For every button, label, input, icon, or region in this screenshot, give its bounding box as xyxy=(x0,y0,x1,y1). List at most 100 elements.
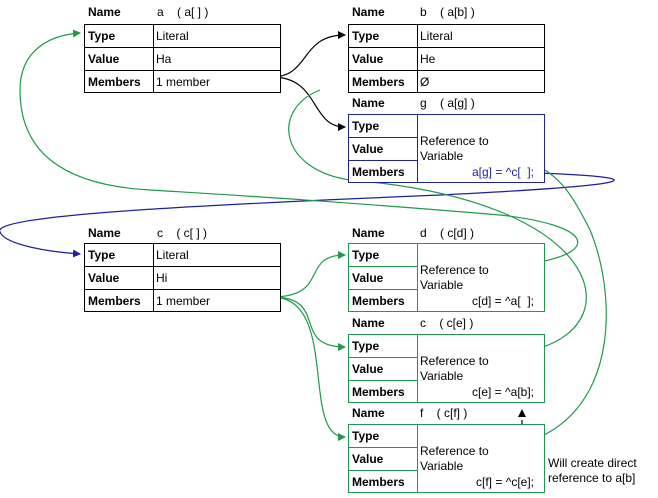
table-b: Type Literal Value He Members Ø xyxy=(348,24,545,93)
table-g-type-row: Type xyxy=(349,115,417,138)
table-c: Type Literal Value Hi Members 1 member xyxy=(84,243,281,312)
table-ce-members-row: Members xyxy=(349,381,417,403)
reference-expression: c[f] = ^c[e]; xyxy=(476,475,534,489)
value-label: Value xyxy=(352,52,384,66)
reference-text: Reference to Variable xyxy=(420,134,489,164)
reference-line2: Variable xyxy=(420,149,464,163)
value-value: Hi xyxy=(156,271,168,285)
annotation-line2: reference to a[b] xyxy=(548,471,636,485)
table-ce-type-row: Type xyxy=(349,335,417,358)
members-label: Members xyxy=(352,294,405,308)
members-label: Members xyxy=(352,165,405,179)
value-value: Ha xyxy=(156,52,172,66)
name-label-ce: Name xyxy=(352,316,385,330)
table-f: Type Value Members Reference to Variable… xyxy=(348,424,545,493)
table-b-value-row: Value He xyxy=(349,48,544,71)
arrow-a-to-b xyxy=(271,31,346,78)
name-label-f: Name xyxy=(352,406,385,420)
arrow-d-to-a xyxy=(19,29,579,263)
value-label: Value xyxy=(352,362,384,376)
members-value: 1 member xyxy=(156,294,211,308)
name-label-b: Name xyxy=(352,5,385,19)
type-value: Literal xyxy=(156,248,189,262)
reference-expression: a[g] = ^c[ ]; xyxy=(472,165,534,179)
annotation-note: Will create direct reference to a[b] xyxy=(548,456,637,486)
type-label: Type xyxy=(352,119,380,133)
table-ce: Type Value Members Reference to Variable… xyxy=(348,334,545,403)
table-c-value-row: Value Hi xyxy=(85,267,280,290)
table-ce-value-row: Value xyxy=(349,358,417,381)
value-label: Value xyxy=(88,52,120,66)
table-g-value-row: Value xyxy=(349,138,417,161)
reference-expression: c[e] = ^a[b]; xyxy=(472,385,534,399)
name-label-c: Name xyxy=(88,226,121,240)
table-d-type-row: Type xyxy=(349,244,417,267)
value-label: Value xyxy=(352,452,384,466)
type-value: Literal xyxy=(420,29,453,43)
type-label: Type xyxy=(352,29,380,43)
table-d: Type Value Members Reference to Variable… xyxy=(348,243,545,312)
name-value-b: b ( a[b] ) xyxy=(420,5,475,19)
members-label: Members xyxy=(352,75,405,89)
type-label: Type xyxy=(88,29,116,43)
arrow-f-to-ce xyxy=(539,169,607,438)
type-label: Type xyxy=(88,248,116,262)
table-b-type-row: Type Literal xyxy=(349,25,544,48)
table-a-type-row: Type Literal xyxy=(85,25,280,48)
name-label-g: Name xyxy=(352,96,385,110)
name-value-f: f ( c[f] ) xyxy=(420,406,468,420)
reference-line1: Reference to xyxy=(420,354,489,368)
annotation-line1: Will create direct xyxy=(548,456,637,470)
arrow-g-to-c xyxy=(0,172,615,258)
reference-expression: c[d] = ^a[ ]; xyxy=(472,294,534,308)
table-c-type-row: Type Literal xyxy=(85,244,280,267)
table-a: Type Literal Value Ha Members 1 member xyxy=(84,24,281,93)
arrow-c-to-d xyxy=(271,251,346,298)
type-value: Literal xyxy=(156,29,189,43)
name-value-d: d ( c[d] ) xyxy=(420,226,475,240)
name-value-g: g ( a[g] ) xyxy=(420,96,475,110)
table-a-value-row: Value Ha xyxy=(85,48,280,71)
value-label: Value xyxy=(352,142,384,156)
table-f-members-row: Members xyxy=(349,471,417,493)
arrow-a-to-g xyxy=(271,76,346,131)
type-label: Type xyxy=(352,339,380,353)
name-value-c: c ( c[ ] ) xyxy=(157,226,207,240)
value-label: Value xyxy=(88,271,120,285)
name-value-a: a ( a[ ] ) xyxy=(157,5,209,19)
reference-line1: Reference to xyxy=(420,444,489,458)
members-label: Members xyxy=(352,385,405,399)
name-label-a: Name xyxy=(88,5,121,19)
arrow-c-to-ce xyxy=(271,296,346,351)
table-c-members-row: Members 1 member xyxy=(85,290,280,312)
members-label: Members xyxy=(88,75,141,89)
members-value: Ø xyxy=(420,75,430,89)
table-b-members-row: Members Ø xyxy=(349,71,544,93)
type-label: Type xyxy=(352,248,380,262)
members-label: Members xyxy=(88,294,141,308)
reference-line2: Variable xyxy=(420,369,464,383)
arrow-c-to-f xyxy=(271,296,346,441)
value-value: He xyxy=(420,52,436,66)
table-f-type-row: Type xyxy=(349,425,417,448)
name-label-d: Name xyxy=(352,226,385,240)
reference-text: Reference to Variable xyxy=(420,263,489,293)
table-g-members-row: Members xyxy=(349,161,417,183)
table-a-members-row: Members 1 member xyxy=(85,71,280,93)
type-label: Type xyxy=(352,429,380,443)
table-d-members-row: Members xyxy=(349,290,417,312)
reference-line1: Reference to xyxy=(420,263,489,277)
value-label: Value xyxy=(352,271,384,285)
table-f-value-row: Value xyxy=(349,448,417,471)
reference-text: Reference to Variable xyxy=(420,354,489,384)
members-value: 1 member xyxy=(156,75,211,89)
members-label: Members xyxy=(352,475,405,489)
arrow-ce-to-b xyxy=(288,89,587,349)
table-g: Type Value Members Reference to Variable… xyxy=(348,114,545,183)
reference-line2: Variable xyxy=(420,278,464,292)
name-value-ce: c ( c[e] ) xyxy=(420,316,474,330)
reference-line2: Variable xyxy=(420,459,464,473)
table-d-value-row: Value xyxy=(349,267,417,290)
reference-line1: Reference to xyxy=(420,134,489,148)
